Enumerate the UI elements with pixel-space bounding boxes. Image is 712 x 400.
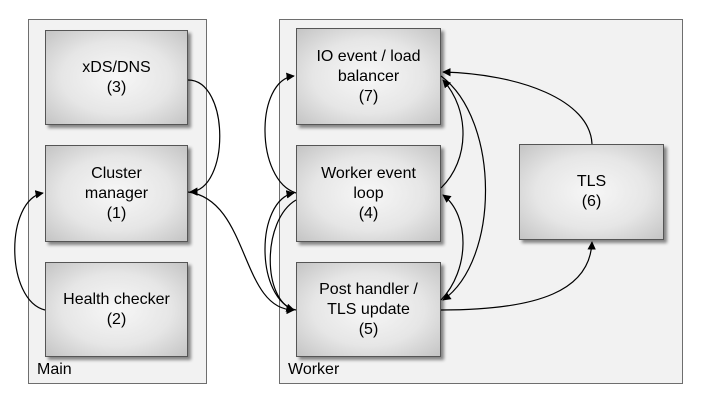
worker-event-loop-node-line3: (4) — [358, 204, 379, 222]
health-checker-node-line1: Health checker — [63, 290, 170, 308]
tls-node: TLS (6) — [519, 144, 664, 240]
health-checker-node: Health checker (2) — [45, 262, 188, 357]
io-event-node-line3: (7) — [358, 87, 379, 105]
post-handler-node-line3: (5) — [358, 320, 379, 338]
io-event-node-line2: balancer — [337, 67, 400, 85]
worker-event-loop-node-line1: Worker event — [321, 164, 416, 182]
io-event-node-line1: IO event / load — [316, 47, 421, 65]
worker-container-label: Worker — [288, 361, 340, 378]
worker-event-loop-node: Worker event loop (4) — [296, 145, 441, 242]
cluster-manager-node-line3: (1) — [106, 204, 127, 222]
xds-dns-node-line1: xDS/DNS — [82, 58, 151, 76]
health-checker-node-line2: (2) — [106, 310, 127, 328]
tls-node-line1: TLS — [576, 173, 607, 190]
post-handler-node: Post handler / TLS update (5) — [296, 262, 441, 357]
main-container-label: Main — [37, 361, 72, 378]
post-handler-node-line1: Post handler / — [319, 280, 418, 298]
worker-event-loop-node-line2: loop — [353, 184, 384, 202]
tls-node-line2: (6) — [581, 193, 602, 210]
cluster-manager-node-line1: Cluster — [91, 164, 142, 182]
cluster-manager-node: Cluster manager (1) — [45, 145, 188, 242]
xds-dns-node-line2: (3) — [106, 78, 127, 96]
xds-dns-node: xDS/DNS (3) — [45, 30, 188, 125]
cluster-manager-node-line2: manager — [84, 184, 149, 202]
post-handler-node-line2: TLS update — [327, 300, 410, 318]
io-event-node: IO event / load balancer (7) — [296, 28, 441, 125]
